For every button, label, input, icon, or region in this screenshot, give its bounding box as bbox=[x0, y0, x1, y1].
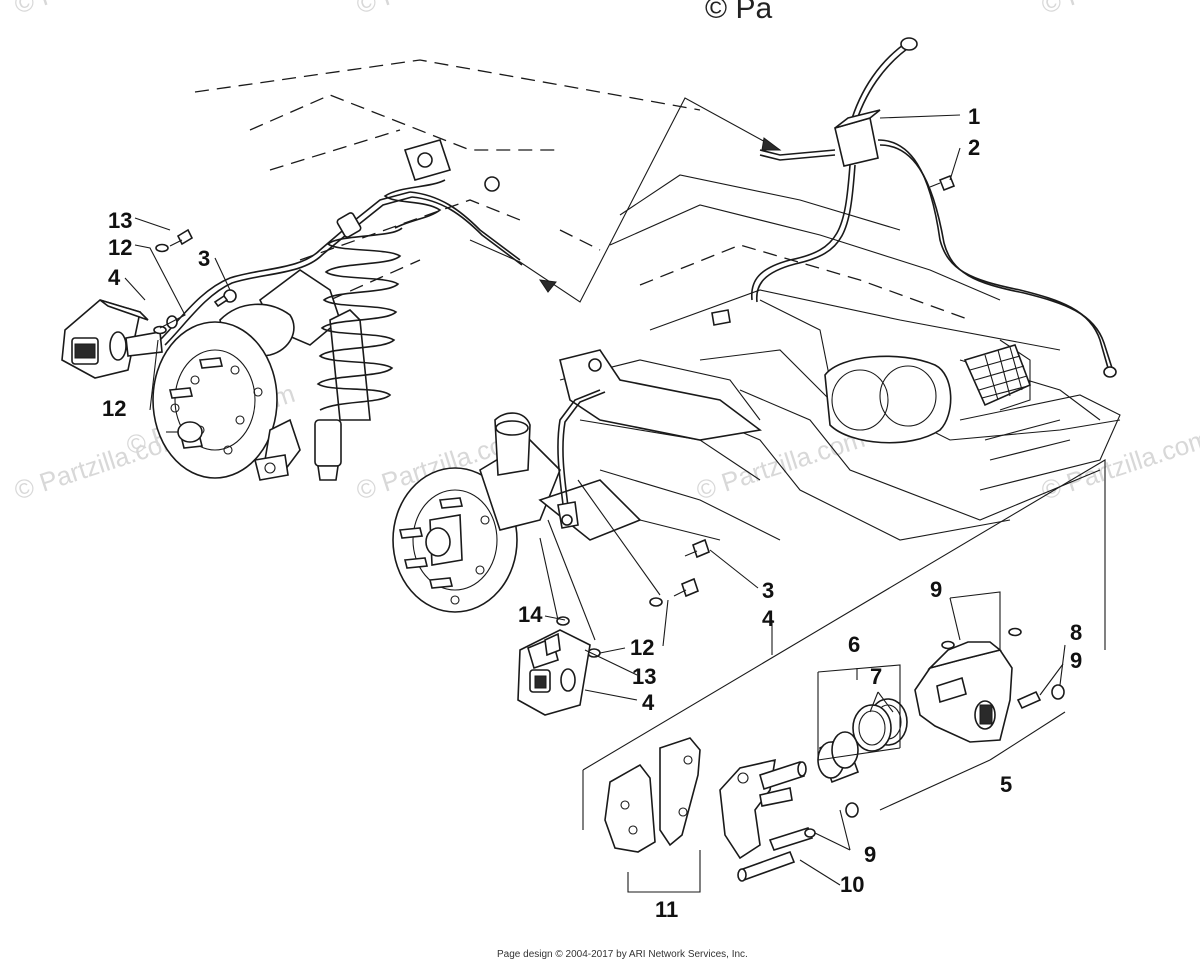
callout-14: 14 bbox=[518, 602, 543, 627]
callout-9: 9 bbox=[930, 577, 942, 602]
watermark: © Partzilla.com bbox=[11, 0, 187, 20]
callout-4: 4 bbox=[108, 265, 121, 290]
watermark-top: © Pa bbox=[705, 0, 772, 25]
routing-arrows bbox=[469, 97, 782, 303]
right-front-hub bbox=[392, 349, 762, 613]
callout-3: 3 bbox=[762, 578, 774, 603]
left-caliper bbox=[61, 299, 163, 379]
callout-11: 11 bbox=[655, 897, 678, 922]
exploded-caliper bbox=[604, 627, 1065, 882]
callout-9: 9 bbox=[1070, 648, 1082, 673]
leader-lines bbox=[124, 114, 1106, 893]
callout-8: 8 bbox=[1070, 620, 1082, 645]
callout-13: 13 bbox=[108, 208, 132, 233]
brake-junction bbox=[711, 37, 1117, 378]
right-brake-line bbox=[556, 389, 710, 658]
callout-12: 12 bbox=[102, 396, 126, 421]
callout-12: 12 bbox=[630, 635, 654, 660]
callout-1: 1 bbox=[968, 104, 980, 129]
callout-10: 10 bbox=[840, 872, 864, 897]
vehicle-frame-outline bbox=[194, 59, 1121, 541]
watermark: © Partzilla.com bbox=[1038, 0, 1200, 20]
callout-3: 3 bbox=[198, 246, 210, 271]
callout-5: 5 bbox=[1000, 772, 1012, 797]
callout-4: 4 bbox=[762, 606, 775, 631]
callout-12: 12 bbox=[108, 235, 132, 260]
callout-4: 4 bbox=[642, 690, 655, 715]
callout-9: 9 bbox=[864, 842, 876, 867]
left-suspension bbox=[152, 139, 500, 481]
left-brake-line bbox=[153, 191, 523, 346]
footer-copyright: Page design © 2004-2017 by ARI Network S… bbox=[497, 949, 748, 960]
callout-2: 2 bbox=[968, 135, 980, 160]
callout-13: 13 bbox=[632, 664, 656, 689]
right-caliper bbox=[517, 629, 591, 716]
watermark: © Partzilla.com bbox=[1038, 423, 1200, 506]
callouts: 1 2 13 12 3 4 12 3 4 9 14 6 8 12 9 13 7 … bbox=[102, 104, 1082, 922]
watermark: © Partzilla.com bbox=[353, 0, 529, 20]
callout-7: 7 bbox=[870, 664, 882, 689]
callout-6: 6 bbox=[848, 632, 860, 657]
